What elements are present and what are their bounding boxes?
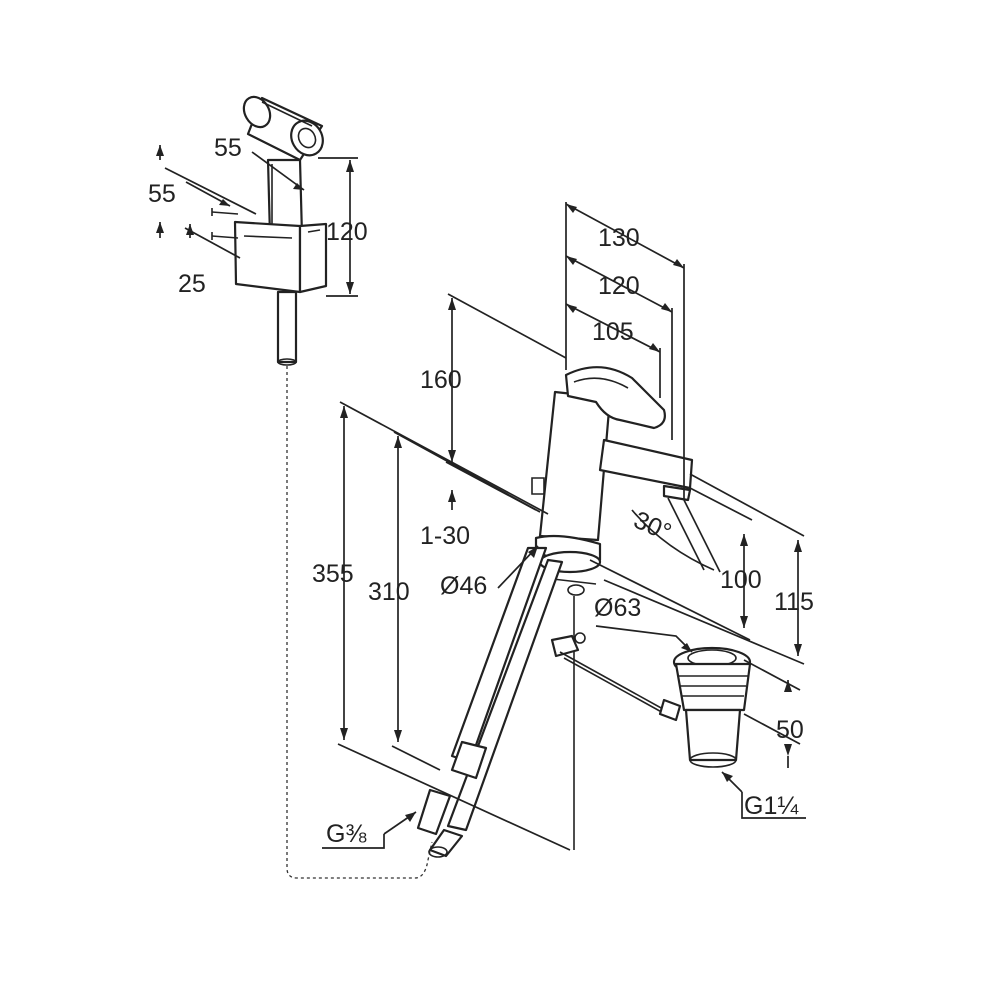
- dim-height-310: 310: [368, 578, 410, 606]
- hose-route: [286, 366, 433, 879]
- dim-waste-diameter: Ø63: [594, 594, 641, 622]
- dim-holder-offset: 25: [178, 270, 206, 298]
- dim-spout-height-100: 100: [720, 566, 762, 594]
- dim-waste-offset: 50: [776, 716, 804, 744]
- hand-shower-assembly: [233, 95, 328, 366]
- dim-deck-thickness: 1-30: [420, 522, 470, 550]
- holder-dimensions: [156, 145, 358, 297]
- dim-reach-105: 105: [592, 318, 634, 346]
- dim-base-diameter: Ø46: [440, 572, 487, 600]
- dim-spout-height-115: 115: [774, 588, 814, 616]
- dim-holder-depth: 55: [148, 180, 176, 208]
- dim-supply-thread: G⅜: [326, 820, 366, 848]
- dim-reach-120: 120: [598, 272, 640, 300]
- dim-waste-thread: G1¼: [744, 792, 799, 820]
- mixer-tap: [416, 366, 694, 858]
- dim-height-160: 160: [420, 366, 462, 394]
- dim-holder-height: 120: [326, 218, 368, 246]
- dim-spout-angle: 30°: [630, 506, 676, 547]
- tap-dimensions: [322, 202, 806, 851]
- waste-fitting: [658, 646, 752, 768]
- dim-reach-130: 130: [598, 224, 640, 252]
- dim-holder-width: 55: [214, 134, 242, 162]
- dim-height-355: 355: [312, 560, 354, 588]
